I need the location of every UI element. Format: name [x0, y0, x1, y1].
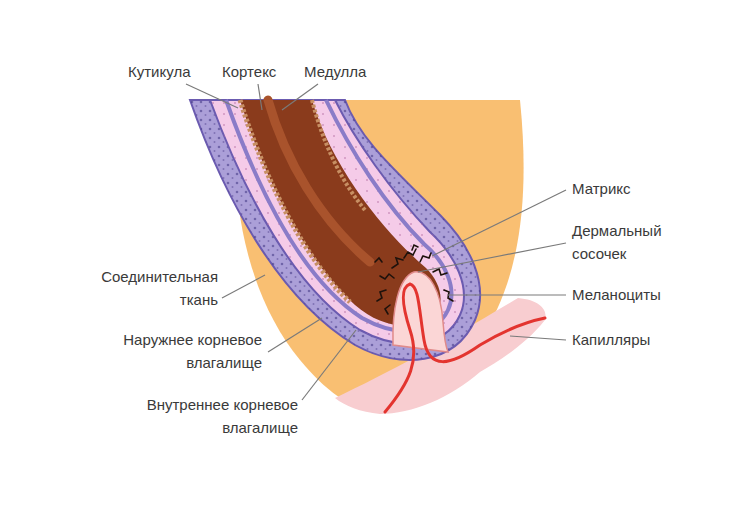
part-label: Наружнее корневое влагалище	[98, 328, 262, 374]
hair-cuticle-right	[312, 100, 365, 210]
part-label: Дермальный сосочек	[572, 219, 697, 265]
capillary	[385, 284, 545, 412]
part-label: Матрикс	[572, 177, 662, 200]
part-label: Капилляры	[572, 328, 677, 351]
leader-lines	[186, 84, 566, 400]
outer-sheath-cells	[190, 100, 480, 360]
part-label: Внутреннее корневое влагалище	[119, 393, 298, 439]
part-label: Меланоциты	[572, 283, 682, 306]
hair-medulla	[268, 100, 370, 262]
hair-cuticle	[240, 100, 350, 302]
part-label: Соединительная ткань	[84, 265, 218, 311]
melanocytes	[375, 245, 453, 314]
part-label: Медулла	[304, 60, 388, 83]
part-label: Кутикула	[128, 60, 210, 83]
part-label: Кортекс	[222, 60, 302, 83]
outer-root-sheath	[190, 100, 480, 360]
